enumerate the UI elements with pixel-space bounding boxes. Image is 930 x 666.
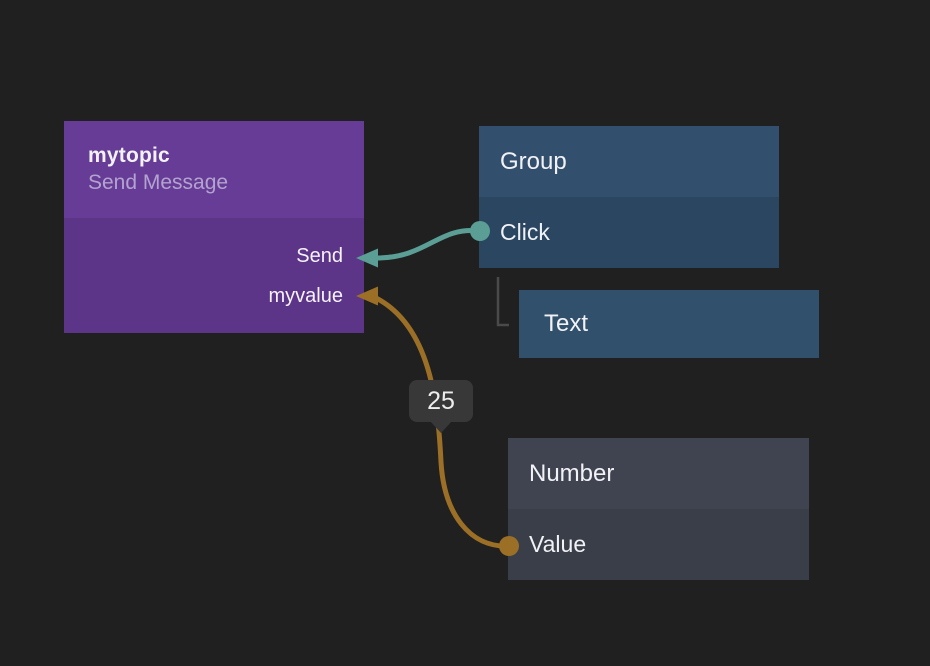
node-title: Text [544,310,589,337]
wire-group-click-to-mytopic-send[interactable] [373,227,483,261]
output-port-value[interactable]: Value [508,509,809,580]
node-mytopic-header[interactable]: mytopic Send Message [64,121,364,218]
node-text[interactable]: Text [519,290,819,358]
node-title: mytopic [88,144,170,167]
tree-connector-line [496,277,509,327]
node-subtitle: Send Message [88,171,229,194]
input-port-send[interactable]: Send [296,244,343,267]
node-mytopic[interactable]: mytopic Send Message Send myvalue [64,121,364,333]
node-number-header[interactable]: Number [508,438,809,509]
node-text-header[interactable]: Text [519,290,819,358]
port-dot-number-value[interactable] [499,536,519,556]
node-group[interactable]: Group Click [479,126,779,268]
node-number[interactable]: Number Value [508,438,809,580]
wire-value-badge: 25 [409,380,473,422]
node-group-header[interactable]: Group [479,126,779,197]
wire-value-badge-pointer [430,421,452,433]
wire-number-value-to-mytopic-myvalue[interactable] [373,295,512,549]
node-title: Group [500,147,567,175]
port-label: Click [500,219,550,245]
input-port-myvalue[interactable]: myvalue [268,284,343,307]
node-title: Number [529,459,615,487]
node-mytopic-body: Send myvalue [64,218,364,333]
port-dot-group-click[interactable] [470,221,490,241]
port-label: Value [529,531,587,557]
output-port-click[interactable]: Click [479,197,779,268]
